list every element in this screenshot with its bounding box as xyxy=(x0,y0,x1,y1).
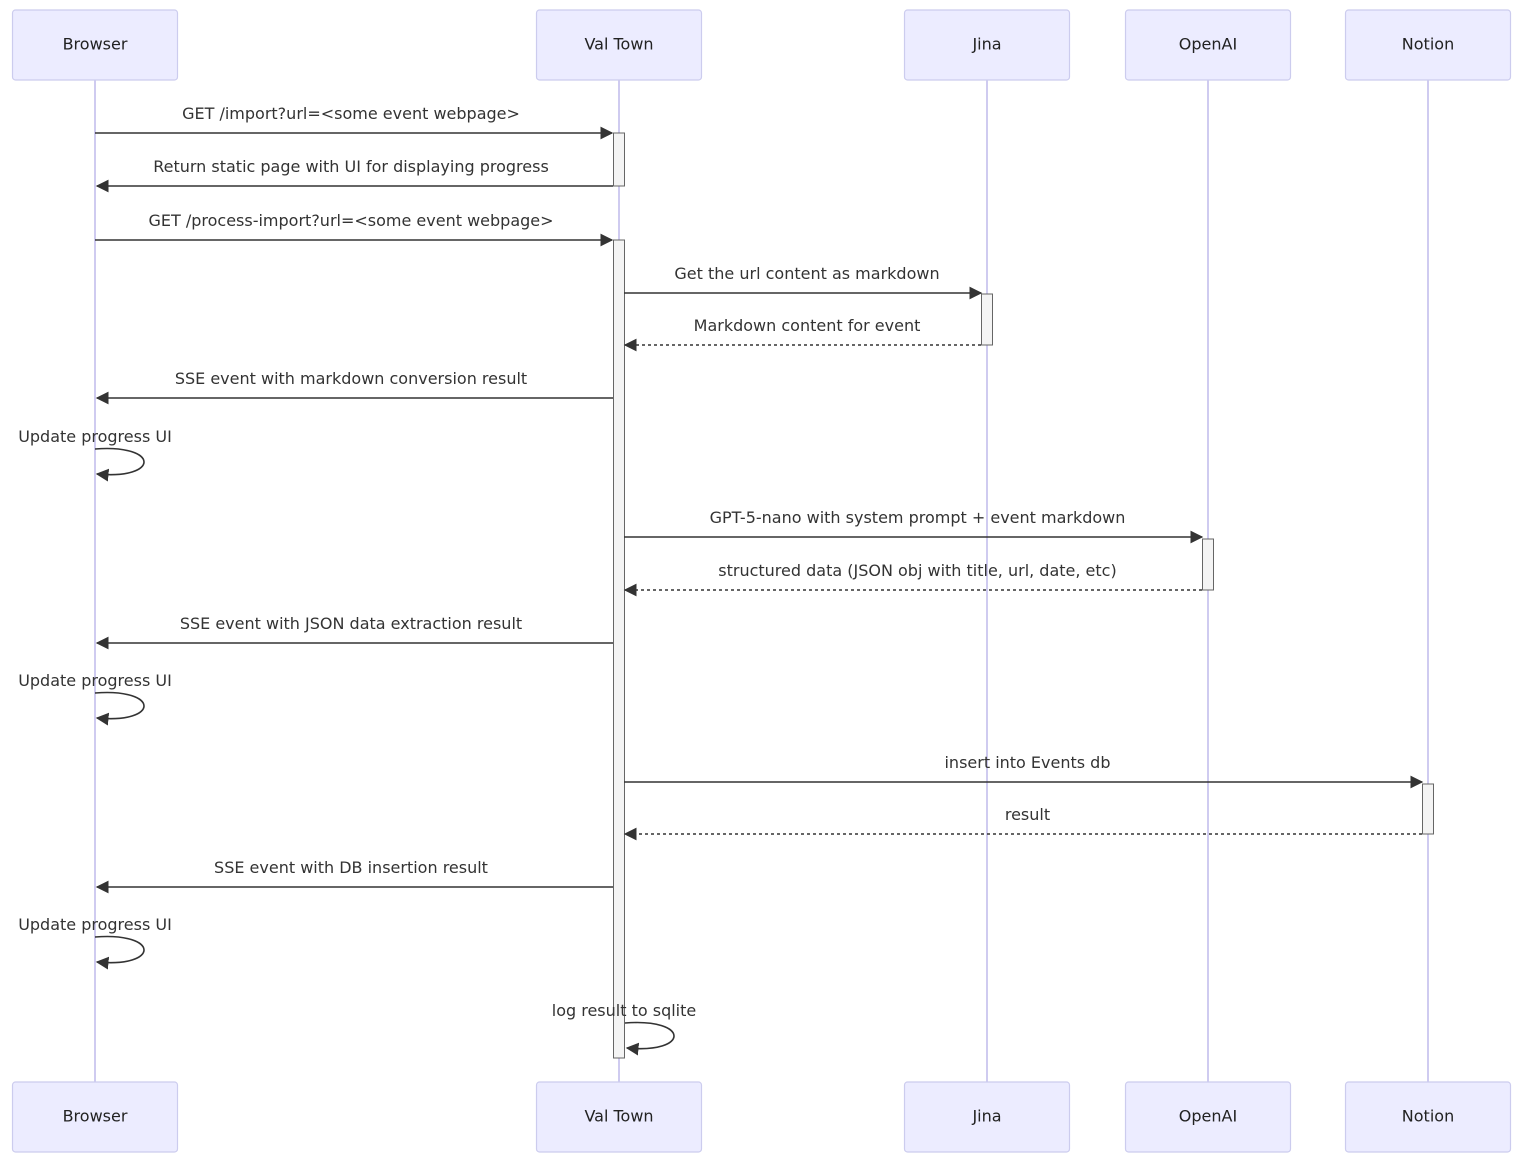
message-14: SSE event with DB insertion result xyxy=(95,858,613,894)
actor-box xyxy=(903,9,1071,81)
self-message-label: Update progress UI xyxy=(18,671,172,690)
actor-valtown-bottom: Val Town xyxy=(535,1081,703,1153)
message-1: GET /import?url=<some event webpage> xyxy=(95,104,614,140)
actor-box xyxy=(535,1081,703,1153)
actor-box xyxy=(1124,1081,1292,1153)
actor-box xyxy=(1124,9,1292,81)
message-2: Return static page with UI for displayin… xyxy=(95,157,613,193)
actor-valtown-top: Val Town xyxy=(535,9,703,81)
actor-browser-top: Browser xyxy=(11,9,179,81)
message-9: structured data (JSON obj with title, ur… xyxy=(623,561,1202,597)
actor-label: Val Town xyxy=(584,1107,653,1126)
message-label: Return static page with UI for displayin… xyxy=(153,157,549,176)
actor-box xyxy=(11,1081,179,1153)
actor-label: Val Town xyxy=(584,35,653,54)
message-label: Get the url content as markdown xyxy=(674,264,939,283)
actor-box xyxy=(903,1081,1071,1153)
message-11: Update progress UI xyxy=(18,671,172,726)
message-8: GPT-5-nano with system prompt + event ma… xyxy=(624,508,1204,544)
message-10: SSE event with JSON data extraction resu… xyxy=(95,614,613,650)
self-message-label: Update progress UI xyxy=(18,427,172,446)
message-label: SSE event with DB insertion result xyxy=(214,858,488,877)
message-4: Get the url content as markdown xyxy=(624,264,983,300)
message-label: GET /import?url=<some event webpage> xyxy=(182,104,520,123)
message-label: GPT-5-nano with system prompt + event ma… xyxy=(710,508,1126,527)
message-3: GET /process-import?url=<some event webp… xyxy=(95,211,614,247)
message-label: insert into Events db xyxy=(944,753,1110,772)
self-message-label: log result to sqlite xyxy=(552,1001,696,1020)
message-16: log result to sqlite xyxy=(552,1001,696,1056)
actor-box xyxy=(1344,1081,1512,1153)
message-label: GET /process-import?url=<some event webp… xyxy=(148,211,553,230)
message-5: Markdown content for event xyxy=(623,316,981,352)
actor-box xyxy=(1344,9,1512,81)
actor-label: Notion xyxy=(1402,35,1454,54)
activation-bar-openai xyxy=(1202,538,1214,591)
actor-browser-bottom: Browser xyxy=(11,1081,179,1153)
actor-label: Browser xyxy=(63,1107,128,1126)
message-13: result xyxy=(623,805,1422,841)
actor-label: Jina xyxy=(971,35,1001,54)
actor-jina-top: Jina xyxy=(903,9,1071,81)
message-12: insert into Events db xyxy=(624,753,1424,789)
actor-label: Notion xyxy=(1402,1107,1454,1126)
activation-bar-valtown xyxy=(613,132,625,187)
actor-label: OpenAI xyxy=(1179,35,1237,54)
actor-openai-top: OpenAI xyxy=(1124,9,1292,81)
self-message-label: Update progress UI xyxy=(18,915,172,934)
message-label: SSE event with JSON data extraction resu… xyxy=(180,614,522,633)
actor-box xyxy=(11,9,179,81)
activation-bar-jina xyxy=(981,293,993,346)
self-message-arrow xyxy=(94,935,145,970)
self-message-arrow xyxy=(94,691,145,726)
actor-notion-bottom: Notion xyxy=(1344,1081,1512,1153)
actor-jina-bottom: Jina xyxy=(903,1081,1071,1153)
activation-bar-notion xyxy=(1422,783,1434,835)
actor-notion-top: Notion xyxy=(1344,9,1512,81)
actor-box xyxy=(535,9,703,81)
actor-label: OpenAI xyxy=(1179,1107,1237,1126)
self-message-arrow xyxy=(624,1021,675,1056)
message-7: Update progress UI xyxy=(18,427,172,482)
message-label: SSE event with markdown conversion resul… xyxy=(175,369,527,388)
message-label: result xyxy=(1005,805,1050,824)
message-6: SSE event with markdown conversion resul… xyxy=(95,369,613,405)
message-label: structured data (JSON obj with title, ur… xyxy=(718,561,1116,580)
self-message-arrow xyxy=(94,447,145,482)
actor-label: Browser xyxy=(63,35,128,54)
message-label: Markdown content for event xyxy=(694,316,921,335)
activation-bar-valtown xyxy=(613,239,625,1059)
message-15: Update progress UI xyxy=(18,915,172,970)
actor-openai-bottom: OpenAI xyxy=(1124,1081,1292,1153)
actor-label: Jina xyxy=(971,1107,1001,1126)
